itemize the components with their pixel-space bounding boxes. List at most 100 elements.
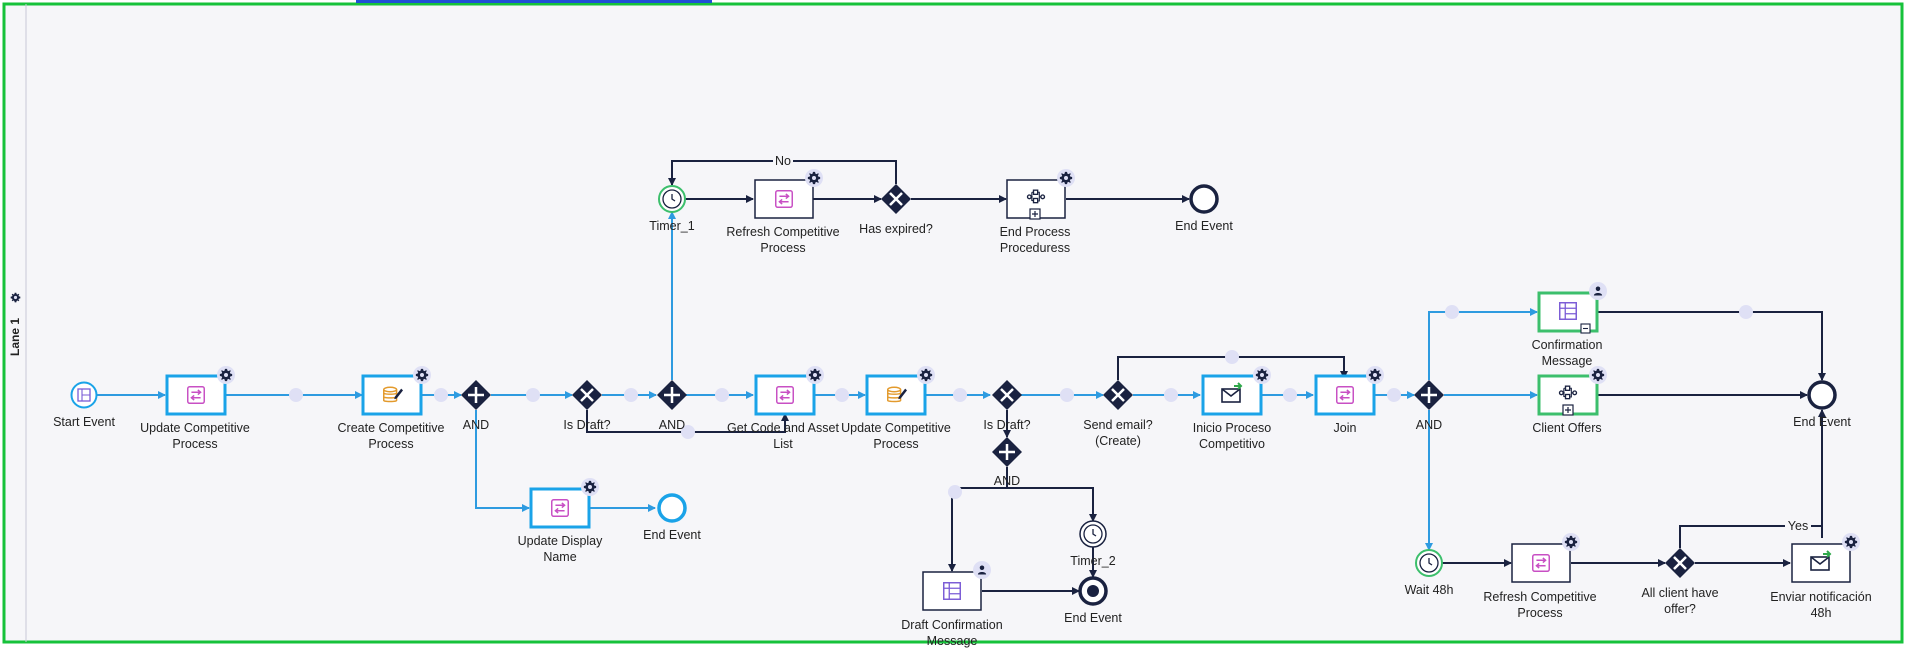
event-label: Timer_2 [1070,554,1115,568]
timer-event-1[interactable]: Timer_1 [649,185,695,233]
task-label: Inicio Proceso [1193,421,1272,435]
flow-label-no: No [775,154,791,168]
task-settings-gear-icon[interactable] [583,480,597,494]
gateway-and-1[interactable]: AND [461,380,491,432]
task-settings-gear-icon[interactable] [807,171,821,185]
task-label: Join [1334,421,1357,435]
exclusive-gateway-icon [889,192,903,206]
gateway-all-client-have-offer[interactable]: All client have offer? [1641,548,1719,616]
gateway-label: Has expired? [859,222,933,236]
subprocess-client-offers[interactable]: Client Offers [1532,366,1607,435]
task-settings-gear-icon[interactable] [808,368,822,382]
task-settings-gear-icon[interactable] [1844,535,1858,549]
task-label: Client Offers [1532,421,1601,435]
task-settings-gear-icon[interactable] [415,368,429,382]
gateway-label: offer? [1664,602,1696,616]
gateway-is-draft-2[interactable]: Is Draft? [983,380,1031,432]
task-settings-gear-icon[interactable] [1591,368,1605,382]
lane-label: Lane 1 [8,318,22,356]
timer-event-wait-48h[interactable]: Wait 48h [1405,549,1454,597]
flow-label-yes: Yes [1788,519,1808,533]
event-label: End Event [1064,611,1122,625]
gateway-label: Is Draft? [563,418,610,432]
task-label: Message [927,634,978,648]
start-event[interactable]: Start Event [53,381,115,430]
task-label: Confirmation [1532,338,1603,352]
task-label: Message [1542,354,1593,368]
gateway-is-draft-1[interactable]: Is Draft? [563,380,611,432]
gateway-label: AND [994,474,1020,488]
task-join[interactable]: Join [1314,366,1384,435]
task-label: Process [873,437,918,451]
task-label: End Process [1000,225,1071,239]
gateway-and-2[interactable]: AND [657,380,687,432]
task-settings-gear-icon[interactable] [1564,535,1578,549]
gateway-label: Send email? [1083,418,1153,432]
exclusive-gateway-icon [1000,388,1014,402]
svg-text:Send email?(Create): Send email? (Create) [1083,418,1153,448]
timer-clock-icon [671,194,676,202]
gateway-and-4[interactable]: AND [1414,380,1444,432]
lane-header[interactable]: Lane 1 [8,4,27,642]
task-label: Process [760,241,805,255]
task-settings-gear-icon[interactable] [1059,171,1073,185]
task-settings-gear-icon[interactable] [1368,368,1382,382]
event-label: Wait 48h [1405,583,1454,597]
timer-clock-icon [1092,529,1097,537]
task-label: Refresh Competitive [1483,590,1596,604]
end-event-main[interactable]: End Event [1793,380,1851,429]
gateway-label: AND [659,418,685,432]
task-label: Competitivo [1199,437,1265,451]
task-settings-gear-icon[interactable] [219,368,233,382]
end-event-top[interactable]: End Event [1175,184,1233,233]
gateway-label: All client have [1641,586,1718,600]
gateway-send-email-create[interactable]: Send email? (Create) [1083,380,1153,448]
task-label: Process [1517,606,1562,620]
gateway-label: (Create) [1095,434,1141,448]
parallel-gateway-icon [468,387,484,403]
end-event-display[interactable]: End Event [643,493,701,542]
gateway-label: AND [1416,418,1442,432]
task-label: Draft Confirmation [901,618,1002,632]
horizontal-scrollbar-thumb[interactable] [356,0,712,3]
parallel-gateway-icon [664,387,680,403]
end-event-draft[interactable]: End Event [1064,576,1122,625]
event-label: Timer_1 [649,219,694,233]
task-label: List [773,437,793,451]
gateway-has-expired[interactable]: Has expired? [859,184,933,236]
task-settings-gear-icon[interactable] [919,368,933,382]
task-label: Refresh Competitive [726,225,839,239]
event-label: End Event [1175,219,1233,233]
timer-event-2[interactable]: Timer_2 [1070,520,1116,568]
task-label: Get Code and Asset [727,421,839,435]
event-label: End Event [1793,415,1851,429]
lane-settings-gear-icon[interactable] [10,292,21,303]
task-label: Update Display [518,534,604,548]
task-settings-gear-icon[interactable] [1255,368,1269,382]
task-label: Update Competitive [841,421,951,435]
gateway-label: AND [463,418,489,432]
gateway-and-3[interactable]: AND [992,437,1022,488]
parallel-gateway-icon [999,444,1015,460]
task-label: Create Competitive [338,421,445,435]
